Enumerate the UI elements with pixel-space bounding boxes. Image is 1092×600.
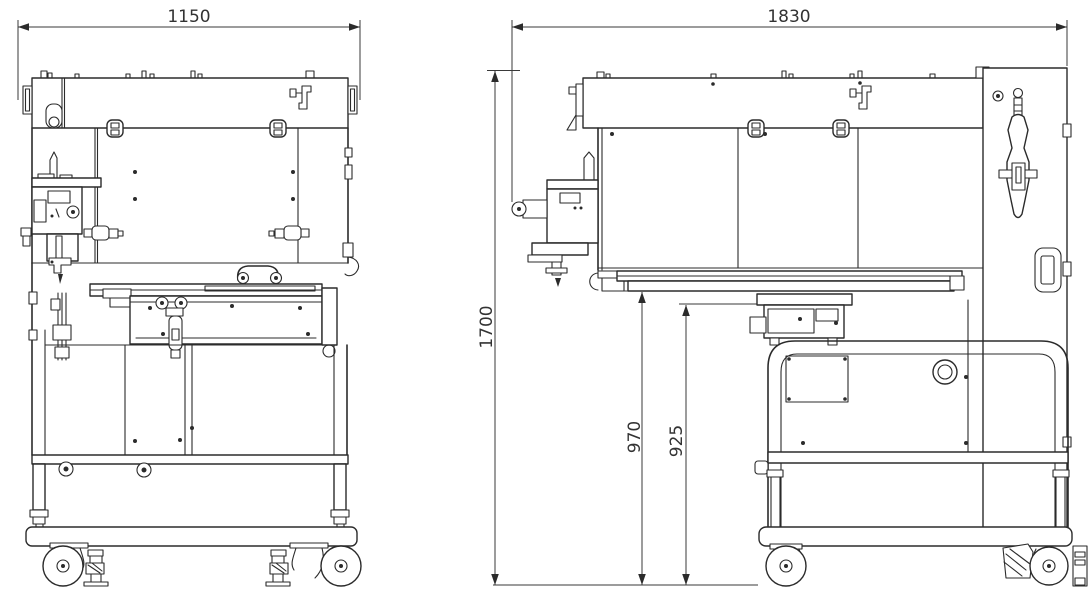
front-width-dimension: 1150 [17, 7, 361, 100]
front-body-panels [31, 127, 360, 277]
side-body-panels [597, 127, 984, 453]
leg [32, 463, 46, 511]
side-length-label: 1830 [767, 7, 810, 27]
blade [583, 151, 595, 183]
front-caster-left [42, 542, 109, 587]
overall-height-label: 1700 [477, 305, 497, 348]
table-height-dimension: 970 [620, 290, 653, 585]
latch-clamp [269, 119, 287, 138]
side-view: 1830 1700 970 925 [477, 7, 1088, 587]
conveyor-height-dimension: 925 [667, 303, 772, 585]
table-height-label: 970 [625, 421, 645, 453]
door-clamp-left [83, 225, 124, 241]
front-top-cabinet [22, 70, 358, 138]
leg [333, 463, 347, 511]
corner-hook [344, 256, 360, 277]
front-sewing-head [20, 151, 124, 284]
presser-foot [48, 257, 72, 274]
side-table [589, 270, 965, 292]
front-caster-right [265, 542, 362, 587]
door-clamp-right [268, 225, 310, 241]
side-caster-right [1002, 543, 1088, 587]
front-left-column [28, 262, 72, 456]
side-knob [754, 460, 769, 475]
front-view: 1150 [17, 7, 362, 587]
needle [58, 274, 63, 284]
arrowhead [638, 574, 646, 585]
front-dolly-platform [25, 526, 358, 547]
cross-bar [767, 451, 1069, 464]
arrowhead [491, 574, 499, 585]
bag-guide-hook [589, 272, 599, 291]
tension-latch [165, 307, 184, 359]
bracket-hook [289, 85, 312, 110]
bracket-hook [849, 85, 872, 110]
port-hole [932, 359, 958, 385]
front-table-conveyor [89, 265, 338, 359]
latch-clamp [106, 119, 124, 138]
needle [555, 278, 561, 287]
side-caster-left [765, 543, 807, 587]
side-length-dimension: 1830 [511, 7, 1068, 202]
arrowhead [512, 23, 523, 31]
side-dolly-platform [758, 526, 1073, 547]
side-cart-frame [754, 340, 1070, 528]
latch-clamp [832, 119, 850, 138]
arrowhead [349, 23, 360, 31]
front-lower-cabinet [29, 344, 350, 533]
side-bracket [566, 83, 584, 131]
height-dimension: 1700 [477, 70, 520, 585]
conveyor-height-label: 925 [667, 425, 687, 457]
arrowhead [682, 574, 690, 585]
recessed-handle [1034, 247, 1062, 293]
side-under-table-mechanism [749, 293, 853, 346]
arrowhead [682, 305, 690, 316]
side-top-cabinet [566, 70, 1053, 138]
arrowhead [1056, 23, 1067, 31]
front-width-label: 1150 [167, 7, 210, 27]
latch-clamp [747, 119, 765, 138]
handle-lever [998, 113, 1038, 219]
arrowhead [18, 23, 29, 31]
arrowhead [491, 71, 499, 82]
arrowhead [638, 292, 646, 303]
side-sewing-head [511, 151, 599, 287]
